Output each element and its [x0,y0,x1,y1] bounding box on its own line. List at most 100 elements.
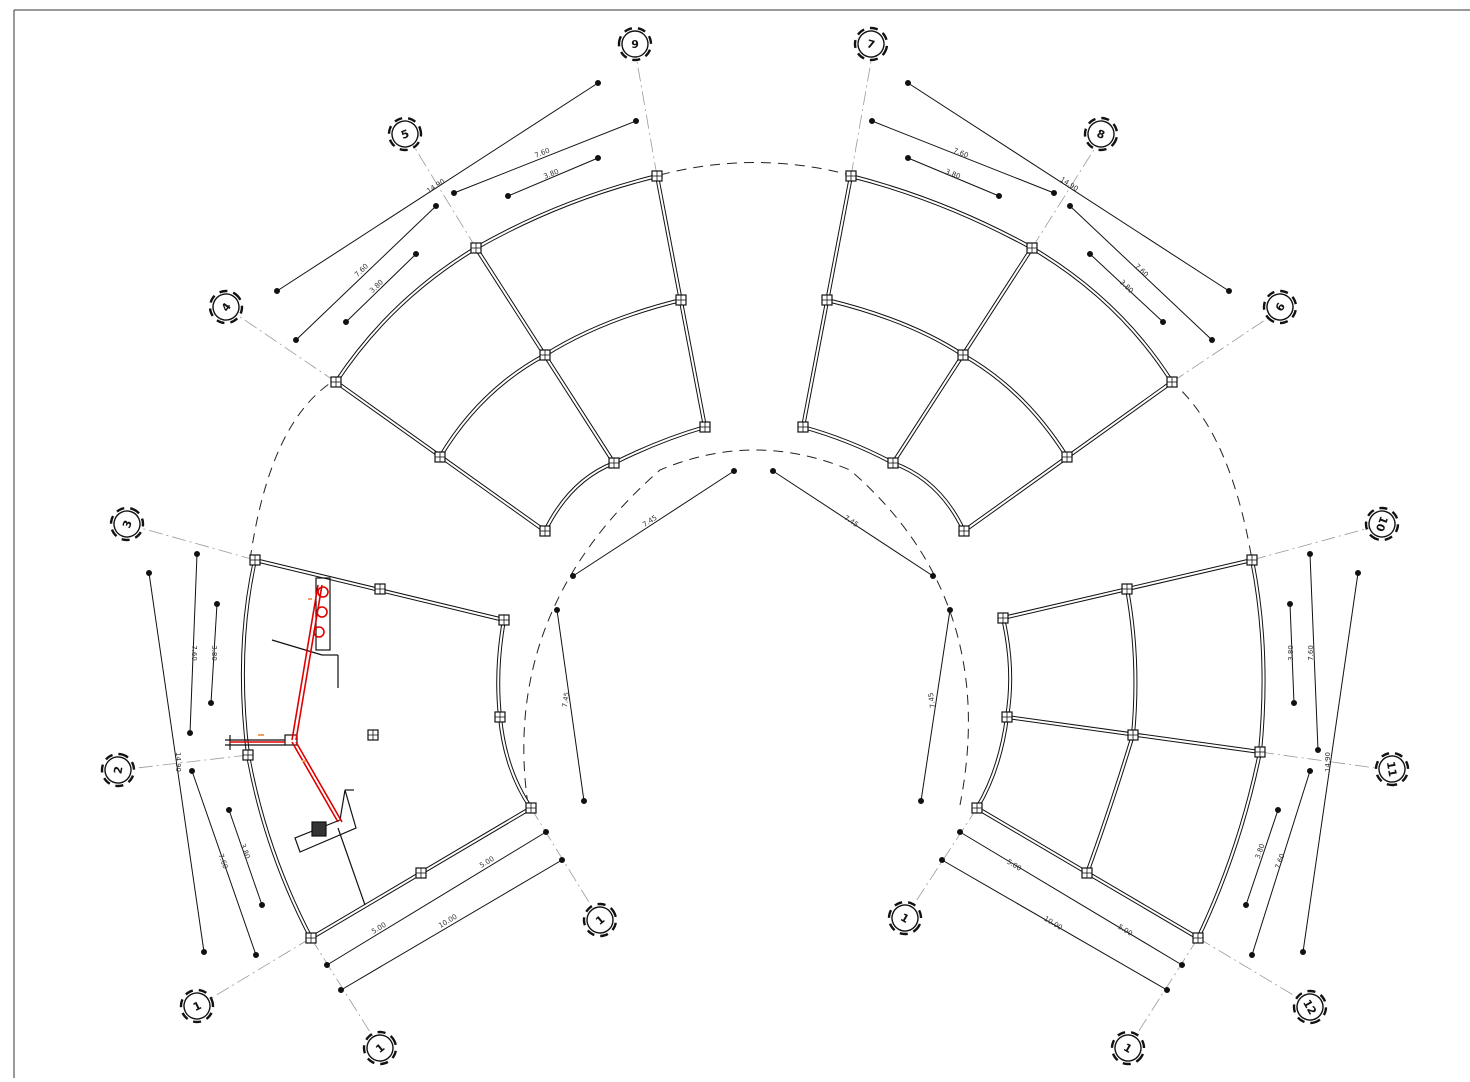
dimension-line [276,82,599,292]
column-node-icon [1026,242,1038,254]
dimension-line [210,603,218,704]
dimension-end-dot-icon [343,319,349,325]
grid-bubble-icon: 1 [1110,1030,1146,1066]
grid-bubble-icon: 1 [362,1030,398,1066]
dimension-end-dot-icon [146,570,152,576]
grid-label: 6 [631,37,639,50]
dimension-line [959,831,1183,966]
dimension-line [1245,809,1279,906]
column-node-icon [1001,711,1013,723]
dimension-label: 7.45 [561,691,571,708]
dimension-end-dot-icon [1315,747,1321,753]
dimension-end-dot-icon [770,468,776,474]
grid-bubble-icon: 8 [1083,116,1119,152]
dimension-end-dot-icon [253,952,259,958]
dimension-end-dot-icon [1307,768,1313,774]
dimension-label: 7.45 [641,514,658,529]
column-node-icon [821,294,833,306]
grid-label: 10 [1373,514,1391,533]
dimension-end-dot-icon [869,118,875,124]
column-node-icon [242,749,254,761]
column-node-icon [1192,932,1204,944]
column-node-icon [539,349,551,361]
column-node-icon [797,421,809,433]
dimension-label: 3.80 [210,645,218,661]
dimension-end-dot-icon [559,857,565,863]
dimension-line [1302,572,1359,953]
grid-label: 11 [1384,760,1399,777]
grid-bubble-icon: 9 [1262,289,1298,325]
dimension-end-dot-icon [1087,251,1093,257]
column-node-icon [699,421,711,433]
dimension-label: 3.80 [238,843,251,860]
dimension-label: 14.90 [1059,176,1080,194]
column-node-icon [1061,451,1073,463]
highlighted-pipe [230,584,343,823]
dimension-end-dot-icon [581,798,587,804]
dimension-end-dot-icon [1160,319,1166,325]
dimension-end-dot-icon [1164,987,1170,993]
dimension-labels: 14.907.603.807.603.8014.907.603.807.603.… [174,147,1332,938]
dimension-line [941,859,1168,991]
dimension-end-dot-icon [1051,190,1057,196]
dimension-end-dot-icon [595,155,601,161]
dimension-end-dot-icon [324,962,330,968]
dimension-end-dot-icon [214,601,220,607]
dimension-line [189,553,198,734]
grid-bubble-icon: 11 [1374,751,1410,787]
grid-bubble-icon: 3 [109,506,145,542]
dimension-label: 3.80 [1118,278,1135,295]
dimension-line [340,859,563,991]
grid-bubble-icon: 1 [582,902,618,938]
column-node-icon [1121,583,1133,595]
dimension-end-dot-icon [1209,337,1215,343]
dimension-line [326,831,547,966]
dimension-end-dot-icon [1226,288,1232,294]
dimension-end-dot-icon [957,829,963,835]
dimension-end-dot-icon [433,203,439,209]
dimension-line [295,205,437,341]
column-node-icon [330,376,342,388]
column-node-icon [525,802,537,814]
dimension-label: 7.60 [1307,645,1315,661]
dimension-end-dot-icon [1355,570,1361,576]
dimension-end-dot-icon [570,573,576,579]
dimension-end-dot-icon [1243,902,1249,908]
column-node-icon [494,711,506,723]
dimension-line [345,253,417,323]
column-node-icon [1246,554,1258,566]
column-node-icon [1254,746,1266,758]
dimension-end-dot-icon [1067,203,1073,209]
dimension-end-dot-icon [189,768,195,774]
dimension-label: 3.80 [543,168,560,181]
dimension-end-dot-icon [274,288,280,294]
dimension-end-dot-icon [947,607,953,613]
dimension-end-dot-icon [731,468,737,474]
dimension-label: 5.00 [1005,858,1022,873]
column-node-icon [249,554,261,566]
dimension-line [920,609,951,802]
dimension-line [572,470,735,577]
kitchen-fixtures [225,577,366,906]
dimension-end-dot-icon [293,337,299,343]
dashed-arcs [249,162,1253,806]
dimension-end-dot-icon [996,193,1002,199]
dimension-label: 5.00 [1116,923,1133,938]
column-node-icon [958,525,970,537]
dimension-end-dot-icon [226,807,232,813]
dimension-end-dot-icon [1300,949,1306,955]
grid-bubble-icon: 10 [1364,506,1400,542]
dimension-end-dot-icon [905,155,911,161]
walls-upper-left [334,174,707,533]
dimension-end-dot-icon [554,607,560,613]
dimension-end-dot-icon [1249,952,1255,958]
dimension-line [556,609,585,802]
dimension-label: 7.45 [927,692,937,709]
dimension-end-dot-icon [930,573,936,579]
dimension-label: 3.80 [1287,645,1295,661]
dimension-end-dot-icon [505,193,511,199]
dimension-end-dot-icon [208,700,214,706]
dimension-end-dot-icon [259,902,265,908]
dimension-line [871,120,1055,194]
